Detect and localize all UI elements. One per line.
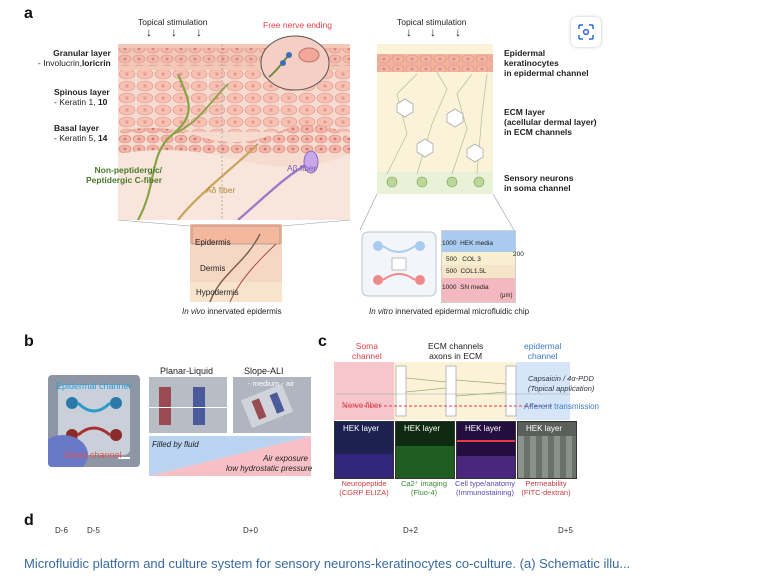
tile-cell-type: HEK layer [456,421,516,479]
spinous-layer-title: Spinous layer [54,87,110,97]
epi-line3: in epidermal channel [504,68,589,78]
free-nerve-ending-label: Free nerve ending [263,20,332,30]
arrow-down-icon: ↓ [171,25,177,39]
in-vitro-rest: innervated epidermal microfluidic chip [393,307,530,316]
skin-hypodermis-label: Hypodermis [196,288,239,297]
planar-liquid-title: Planar-Liquid [160,366,214,376]
air-exposure-label: Air exposure low hydrostatic pressure [226,454,312,474]
planar-liquid-photo [149,377,227,433]
ecm-line3: in ECM channels [504,127,573,137]
ecm-line2: (acellular dermal layer) [504,117,597,127]
epi-line1: Epidermal [504,48,546,58]
afferent-label: Afferent transmission [524,402,599,411]
panel-letter-c: c [318,333,327,350]
skin-cube [190,224,282,302]
topical-stimulation-right: Topical stimulation [397,17,467,27]
slope-ali-photo [233,377,311,433]
granular-layer-sub-bold: loricrin [81,58,111,68]
visual-search-button[interactable] [571,17,601,47]
in-vitro-italic: In vitro [369,307,394,316]
slope-ali-title: Slope-ALI [244,366,284,376]
chip-photo [48,375,140,467]
spinous-layer-sub: - Keratin 1, [54,97,98,107]
epidermal-channel-label: Epidermal channel [56,381,131,391]
in-vivo-caption: In vivo innervated epidermis [182,307,282,317]
in-vivo-italic: In vivo [182,307,206,316]
sensory-neurons-label: Sensory neurons in soma channel [504,173,573,193]
in-vivo-rest: innervated epidermis [205,307,282,316]
channel-schematic [334,362,570,420]
basal-layer-sub-bold: 14 [97,133,108,143]
nerve-fiber-label: Nerve fiber [342,401,382,410]
air-exposure-line2: low hydrostatic pressure [226,464,313,473]
air-exposure-line1: Air exposure [263,454,308,463]
panel-letter-a: a [24,5,33,22]
granular-layer-sub: - Involucrin, [38,58,82,68]
spinous-layer-sub-bold: 10 [97,97,108,107]
tile-caption-3: Permeability(FITC-dextran) [521,479,571,497]
medium-air-label: - medium - air [248,379,295,388]
arrow-down-icon: ↓ [146,25,152,39]
free-nerve-ending-inset [260,35,330,91]
c-fiber-line2: Peptidergic C-fiber [86,175,163,185]
tile-caption-0: Neuropeptide(CGRP ELIZA) [339,479,389,497]
tile-caption-2: Cell type/anatomy(Immunostaining) [454,479,516,497]
skin-epidermis-label: Epidermis [195,238,231,247]
chip-row-2: 500 COL1.5L [446,268,487,275]
skin-dermis-label: Dermis [200,264,226,273]
chip-cross-section: 1000 HEK media 500 COL 3 500 COL1.5L 100… [441,230,516,303]
basal-layer-title: Basal layer [54,123,99,133]
epidermal-keratinocytes-label: Epidermal keratinocytes in epidermal cha… [504,48,589,78]
tile-neuropeptide: HEK layer [334,421,394,479]
capsaicin-label: Capsaicin / 4α-PDD(Topical application) [528,374,595,393]
chip-side-num: 200 [513,251,524,258]
connector-lines [117,193,515,231]
chip-device [361,231,437,297]
soma-channel-label: Soma channel [64,450,122,460]
timeline-label-1: D-5 [87,526,100,535]
chip-unit: (μm) [500,293,513,299]
panel-letter-d: d [24,512,34,529]
timeline-label-2: D+0 [243,526,258,535]
epi-line2: keratinocytes [504,58,559,68]
figure-caption[interactable]: Microfluidic platform and culture system… [24,556,631,571]
tile-permeability: HEK layer [517,421,577,479]
in-vitro-schematic [377,44,493,194]
topical-stimulation-left: Topical stimulation [138,17,208,27]
spinous-layer-label: Spinous layer - Keratin 1, 10 [54,87,110,107]
basal-layer-label: Basal layer - Keratin 5, 14 [54,123,107,143]
arrow-down-icon: ↓ [430,25,436,39]
arrow-down-icon: ↓ [406,25,412,39]
c-fiber-line1: Non-peptidergic/ [94,165,163,175]
tile-ca-imaging: HEK layer [395,421,455,479]
c-fiber-label: Non-peptidergic/ Peptidergic C-fiber [86,165,162,185]
timeline-label-4: D+5 [558,526,573,535]
a-delta-fiber-label: Aδ fiber [206,185,236,195]
granular-layer-label: Granular layer - Involucrin,loricrin [38,48,111,68]
scan-icon [578,24,594,40]
sn-line2: in soma channel [504,183,571,193]
timeline-label-3: D+2 [403,526,418,535]
gradient-wedge [149,436,311,476]
ecm-line1: ECM layer [504,107,546,117]
arrow-down-icon: ↓ [455,25,461,39]
basal-layer-sub: - Keratin 5, [54,133,98,143]
chip-row-3: 1000 SN media [442,284,489,291]
granular-layer-title: Granular layer [53,48,111,58]
chip-row-0: 1000 HEK media [442,240,493,247]
a-beta-fiber-label: Aβ fiber [287,163,317,173]
ecm-layer-label: ECM layer (acellular dermal layer) in EC… [504,107,597,137]
tile-caption-1: Ca2⁺ imaging(Fluo-4) [400,479,448,497]
timeline-label-0: D-6 [55,526,68,535]
panel-letter-b: b [24,333,34,350]
sn-line1: Sensory neurons [504,173,574,183]
in-vitro-caption: In vitro innervated epidermal microfluid… [369,307,529,317]
filled-by-fluid-label: Filled by fluid [152,440,199,449]
figure-image: a b c d [24,5,599,535]
chip-row-1: 500 COL 3 [446,256,481,263]
arrow-down-icon: ↓ [196,25,202,39]
